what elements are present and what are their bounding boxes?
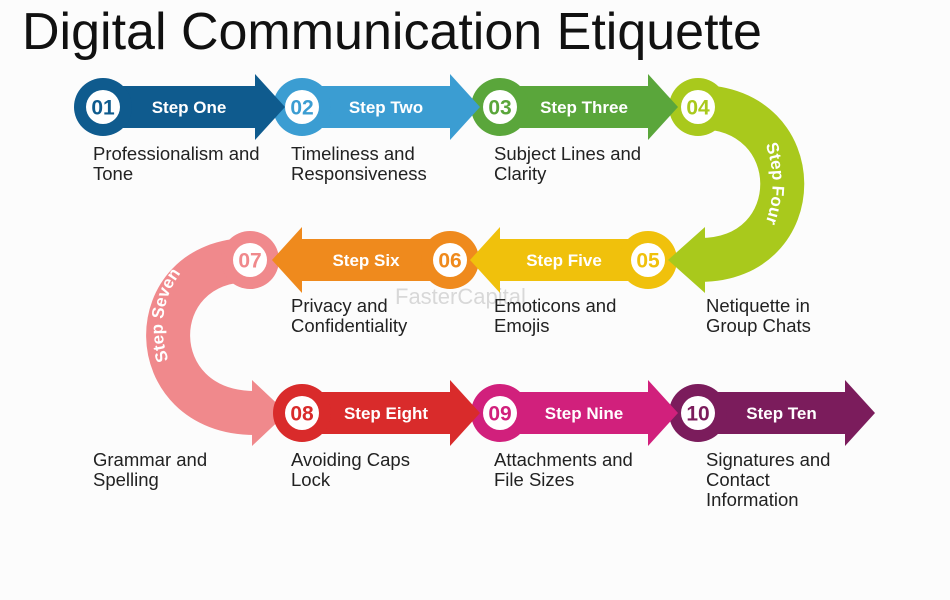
step-10-badge (681, 396, 715, 430)
step-03-description: Subject Lines and Clarity (494, 143, 642, 184)
step-01-description: Professionalism and Tone (93, 143, 260, 184)
arrow-body (696, 85, 805, 282)
page-title: Digital Communication Etiquette (22, 3, 762, 61)
step-02-number: 02 (290, 97, 313, 120)
arrow-body (146, 238, 257, 435)
arrow-head (648, 380, 678, 446)
step-08-number: 08 (290, 403, 314, 426)
step-09-badge (483, 396, 517, 430)
arrow-head (252, 380, 287, 446)
step-06-label: Step Six (332, 251, 400, 270)
watermark: FasterCapital (395, 284, 526, 309)
step-09-label: Step Nine (545, 404, 623, 423)
step-09-arrow: 09 Step Nine (471, 380, 678, 446)
arrow-head (845, 380, 875, 446)
step-08-label: Step Eight (344, 404, 428, 423)
step-05-arrow: 05 Step Five (470, 227, 677, 293)
step-09-description: Attachments and File Sizes (494, 449, 633, 490)
step-07-number: 07 (238, 250, 261, 273)
step-01-number: 01 (91, 97, 115, 120)
step-07-description: Grammar and Spelling (93, 449, 208, 490)
step-02-description: Timeliness and Responsiveness (291, 143, 427, 184)
arrow-head (648, 74, 678, 140)
step-05-description: Emoticons and Emojis (494, 295, 617, 336)
arrow-head (272, 227, 302, 293)
step-10-arrow: 10 Step Ten (669, 380, 875, 446)
step-03-number: 03 (488, 97, 511, 120)
step-03-label: Step Three (540, 98, 628, 117)
step-06-badge (433, 243, 467, 277)
step-10-description: Signatures and Contact Information (706, 449, 831, 510)
step-01-label: Step One (152, 98, 227, 117)
step-08-arrow: 08 Step Eight (273, 380, 480, 446)
step-08-badge (285, 396, 319, 430)
step-02-arrow: 02 Step Two (273, 74, 480, 140)
step-01-badge (86, 90, 120, 124)
arrow-head (255, 74, 285, 140)
arrow-head (450, 74, 480, 140)
step-06-number: 06 (438, 250, 461, 273)
step-03-badge (483, 90, 517, 124)
step-06-description: Privacy and Confidentiality (291, 295, 408, 336)
step-10-number: 10 (686, 403, 709, 426)
step-05-label: Step Five (526, 251, 602, 270)
arrow-head (450, 380, 480, 446)
arrow-head (470, 227, 500, 293)
step-05-number: 05 (636, 250, 660, 273)
step-05-badge (631, 243, 665, 277)
step-01-arrow: 01 Step One (74, 74, 285, 140)
step-09-number: 09 (488, 403, 511, 426)
arrow-head (668, 227, 705, 293)
step-07-badge (233, 243, 267, 277)
step-02-badge (285, 90, 319, 124)
step-06-arrow: 06 Step Six (272, 227, 479, 293)
step-02-label: Step Two (349, 98, 423, 117)
step-03-arrow: 03 Step Three (471, 74, 678, 140)
step-04-description: Netiquette in Group Chats (706, 295, 811, 336)
step-04-badge (681, 90, 715, 124)
step-04-number: 04 (686, 97, 710, 120)
step-08-description: Avoiding Caps Lock (291, 449, 410, 490)
step-10-label: Step Ten (746, 404, 817, 423)
